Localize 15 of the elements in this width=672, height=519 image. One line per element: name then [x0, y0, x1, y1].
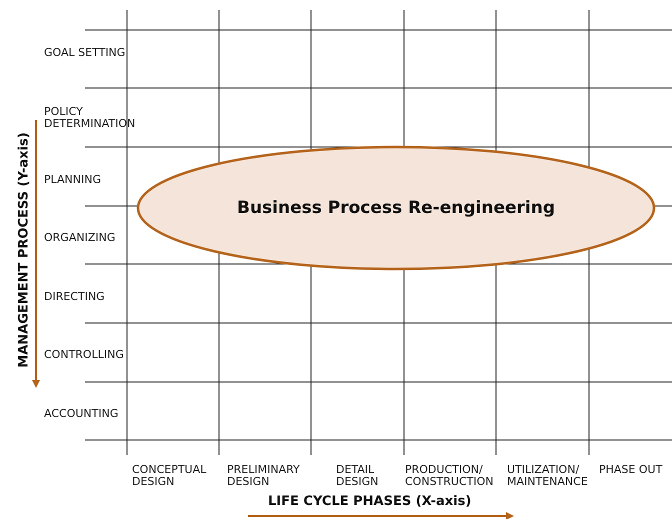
axis-title: LIFE CYCLE PHASES (X-axis) — [268, 494, 472, 509]
row-label: ORGANIZING — [44, 232, 116, 244]
column-label: PHASE OUT — [599, 464, 664, 476]
column-label: UTILIZATION/ MAINTENANCE — [507, 464, 589, 488]
row-label: PLANNING — [44, 174, 102, 186]
row-label: DIRECTING — [44, 291, 106, 303]
axis-title: MANAGEMENT PROCESS (Y-axis) — [16, 132, 32, 368]
row-label: ACCOUNTING — [44, 408, 120, 420]
column-label: DETAIL DESIGN — [336, 464, 380, 488]
column-label: PRELIMINARY DESIGN — [227, 464, 301, 488]
column-label: PRODUCTION/ CONSTRUCTION — [405, 464, 494, 488]
ellipse-title: Business Process Re-engineering — [236, 198, 556, 218]
row-label: GOAL SETTING — [44, 47, 126, 59]
row-label: CONTROLLING — [44, 349, 125, 361]
column-label: CONCEPTUAL DESIGN — [132, 464, 208, 488]
